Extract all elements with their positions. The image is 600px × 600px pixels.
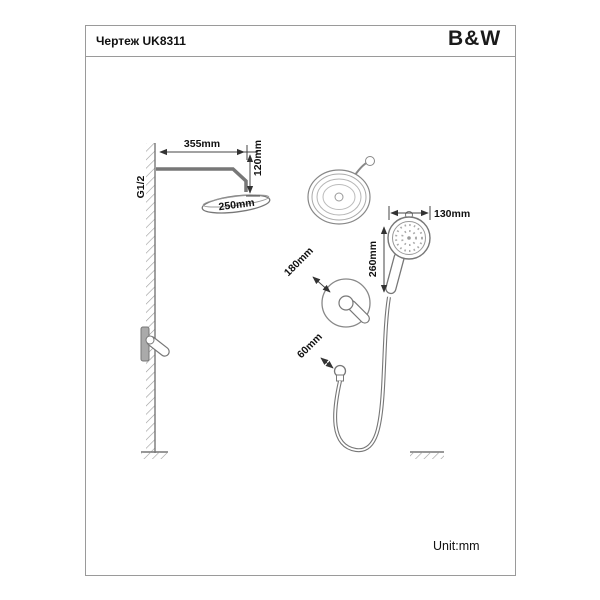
wall-and-ground — [141, 143, 444, 459]
dim-label-outlet-distance: 60mm — [295, 331, 325, 361]
shower-arm — [156, 167, 248, 192]
hand-shower-center-nozzle — [407, 236, 411, 240]
mixer-rough-in — [321, 278, 371, 328]
dim-label-hand-diameter: 130mm — [434, 208, 470, 220]
dimension-annotations: 355mm 120mm G1/2 250mm 130mm 260mm 180mm… — [135, 138, 470, 369]
hand-shower-face-ring — [392, 221, 426, 255]
top-view-hub — [334, 192, 344, 202]
mixer-front-view — [140, 326, 170, 362]
dim-label-hand-length: 260mm — [367, 241, 379, 277]
floor-hatch-left — [141, 452, 168, 459]
unit-label: Unit:mm — [433, 539, 480, 553]
drawing-border-frame — [85, 25, 516, 576]
dim-label-thread: G1/2 — [135, 175, 147, 198]
dim-label-head-diameter: 250mm — [218, 197, 255, 213]
hand-shower-nozzle-ring-inner — [401, 230, 417, 246]
rain-shower-side-view — [156, 167, 271, 214]
hose-inner — [334, 296, 390, 451]
top-view-arm-joint — [365, 156, 375, 166]
top-view-outer-ring — [307, 169, 371, 225]
dim-line-mixer-distance — [312, 276, 331, 293]
hand-shower — [385, 211, 431, 295]
drawing-title: Чертеж UK8311 — [96, 34, 186, 48]
rain-shower-top-view — [307, 156, 375, 225]
dim-label-drop-height: 120mm — [252, 140, 264, 176]
top-view-ring-2 — [311, 173, 367, 221]
mixer-front-hub — [145, 335, 155, 345]
brand-logo: B&W — [448, 27, 502, 50]
wall-hatch — [146, 143, 155, 453]
outlet-nipple — [336, 374, 344, 382]
top-view-ring-3 — [316, 178, 362, 216]
top-view-ring-4 — [322, 184, 356, 210]
hand-shower-nozzle-ring-outer — [395, 224, 423, 252]
dim-label-mixer-distance: 180mm — [282, 245, 316, 279]
header-separator — [85, 56, 516, 57]
shower-head-rim — [202, 194, 270, 208]
dim-line-outlet-distance — [320, 357, 334, 369]
floor-hatch-right — [410, 452, 444, 459]
mixer-hub — [338, 295, 354, 311]
hose-assembly — [333, 296, 391, 453]
dim-label-arm-length: 355mm — [184, 138, 220, 150]
